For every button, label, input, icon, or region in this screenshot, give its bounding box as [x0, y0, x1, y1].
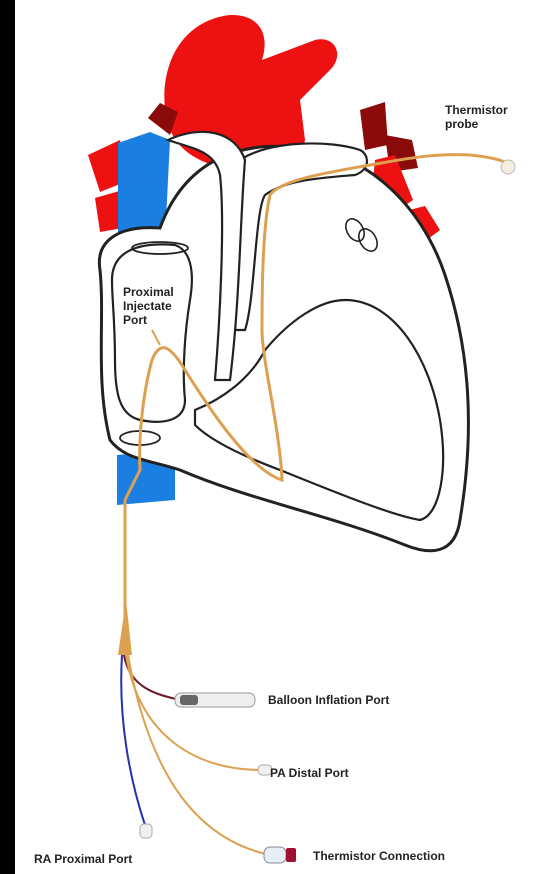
pulmonary-dark-vessel-1 [360, 102, 388, 150]
thermistor-tip [501, 160, 515, 174]
thermistor-probe-label: Thermistor probe [445, 103, 525, 131]
right-atrium-chamber [112, 244, 192, 421]
balloon-inflation-port-label: Balloon Inflation Port [268, 693, 389, 707]
wire-pa-distal [126, 655, 262, 770]
proximal-injectate-port-label: Proximal Injectate Port [123, 285, 203, 327]
pa-distal-port-label: PA Distal Port [270, 766, 349, 780]
thermistor-connector [264, 847, 286, 863]
thermistor-connection-label: Thermistor Connection [313, 849, 445, 863]
catheter-bundle-funnel [118, 600, 132, 655]
ra-proximal-port-label: RA Proximal Port [34, 852, 132, 866]
ra-proximal-connector [140, 824, 152, 838]
